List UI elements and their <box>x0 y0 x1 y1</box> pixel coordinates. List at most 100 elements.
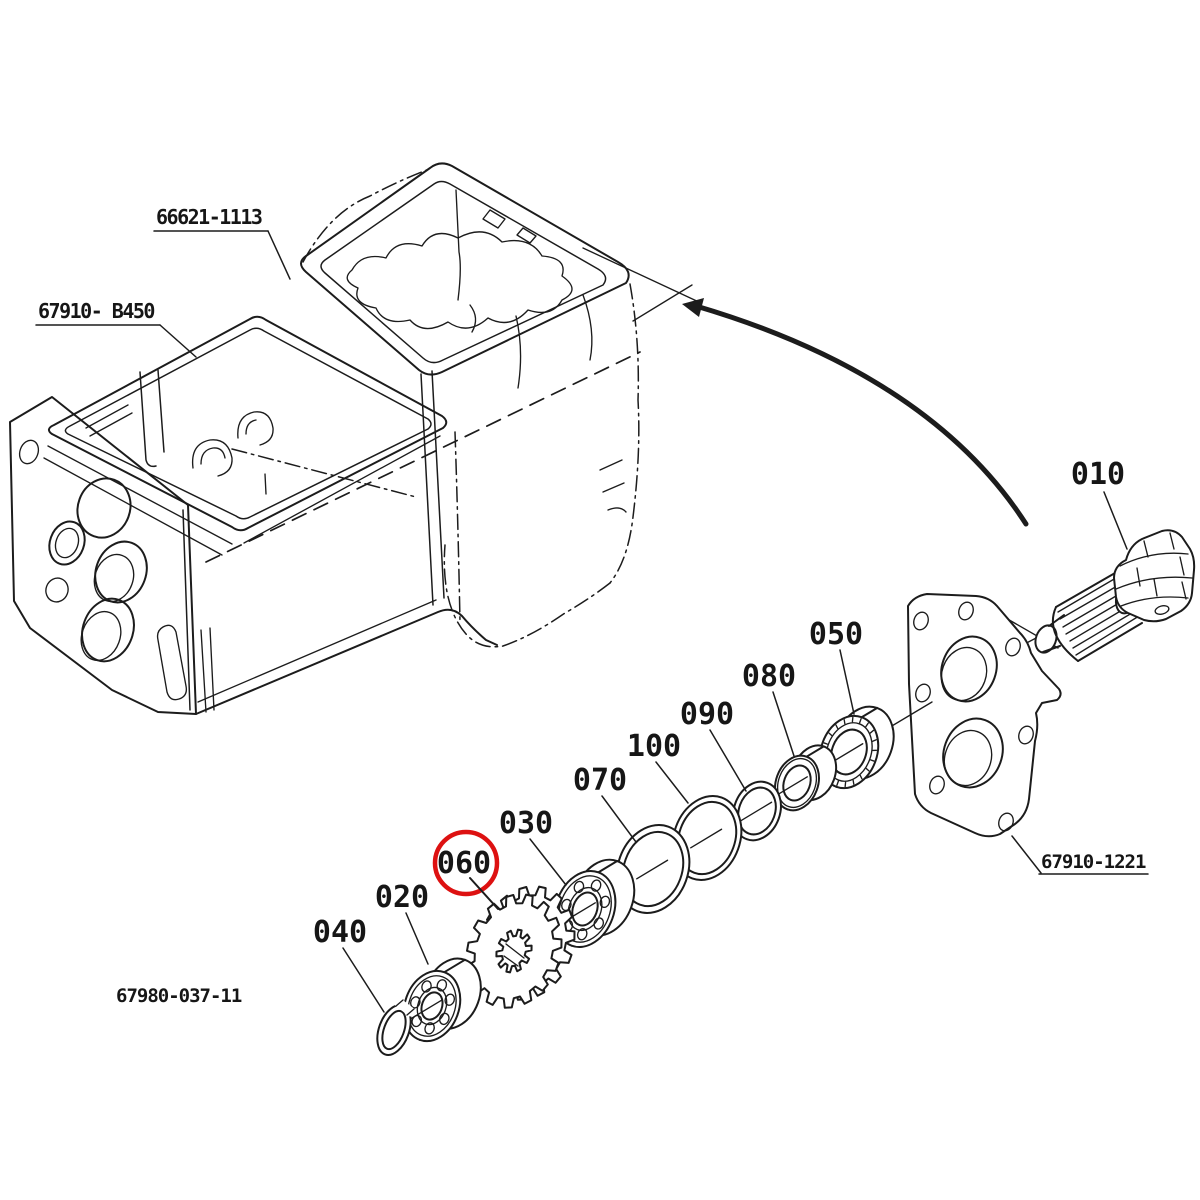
bearing-ball <box>436 979 448 992</box>
seal-tick <box>836 780 840 787</box>
sidewall-boss-2 <box>209 627 215 711</box>
shaft-cone-bottom <box>1042 645 1061 653</box>
front-ledge-1 <box>85 404 129 429</box>
snap-ring-end-2 <box>406 1008 415 1016</box>
front-flange-line-3 <box>243 435 441 544</box>
cover-bolt-3 <box>1005 637 1021 657</box>
leader-67910b <box>159 324 197 358</box>
bottom-rail-inner <box>197 599 437 703</box>
hub-facet-1 <box>1143 540 1149 558</box>
part-010-pto-shaft <box>957 529 1196 680</box>
hub-band-1 <box>1119 552 1189 567</box>
horseshoe-2 <box>237 411 274 446</box>
cylinder-top-edge <box>443 958 466 974</box>
cover-hole-lower <box>942 717 1004 789</box>
seal-tick <box>859 774 863 780</box>
callout-030: 030 <box>499 806 553 841</box>
phantom-top-hump <box>302 167 433 263</box>
leader-090 <box>709 729 747 792</box>
snap-ring-inner <box>381 1009 407 1051</box>
case-joint-line-1 <box>420 373 434 606</box>
bearing-inner-race <box>567 886 603 932</box>
seal-tick <box>858 717 862 724</box>
bearing-inner-race <box>416 986 448 1026</box>
leader-020 <box>405 912 429 965</box>
callout-040: 040 <box>313 915 367 950</box>
front-rim-outer <box>48 315 448 532</box>
part-080-collar <box>774 744 838 812</box>
front-rim-inner <box>64 327 432 520</box>
rear-notch-a <box>599 459 623 471</box>
spline-cyl-bottom <box>1077 622 1143 662</box>
cover-bolt-4 <box>915 683 931 703</box>
seal-tick <box>852 779 855 785</box>
hub-facet-3 <box>1136 567 1141 587</box>
front-edge-double <box>182 509 191 711</box>
callout-090: 090 <box>680 697 734 732</box>
callout-080: 080 <box>742 659 796 694</box>
front-flange-line-2 <box>43 457 223 556</box>
bearing-ball <box>590 879 602 892</box>
labels-layer: 66621-1113 67910- B450 67910-1221 67980-… <box>35 205 1149 1013</box>
axis-tick <box>636 859 669 880</box>
hub-facet-6 <box>1181 581 1187 600</box>
hub-band-2 <box>1115 576 1193 590</box>
seal-tick <box>835 724 839 730</box>
face-bore-1 <box>76 477 132 539</box>
highlight-circle-060 <box>432 829 500 897</box>
seal-band <box>825 722 873 782</box>
spline-cyl-leftcap <box>1051 606 1079 662</box>
axis-tick <box>740 801 773 822</box>
leader-030 <box>529 838 567 886</box>
spline-hatch-6 <box>1072 609 1138 649</box>
cover-bolt-6 <box>998 812 1014 832</box>
part-020-ball-bearing <box>402 957 482 1043</box>
spline-shade-2 <box>503 955 519 967</box>
callout-060: 060 <box>437 846 491 881</box>
leader-060 <box>469 877 499 910</box>
cover-bolt-5 <box>929 775 945 795</box>
callout-010: 010 <box>1071 457 1125 492</box>
pillar-line-1 <box>139 371 157 468</box>
leader-080 <box>772 691 795 757</box>
rear-interior-line2 <box>469 304 477 333</box>
part-040-snap-ring <box>376 997 416 1056</box>
collar-rim <box>776 757 818 809</box>
spline-hatch-1 <box>1057 574 1122 613</box>
cover-bolt-7 <box>1018 725 1034 745</box>
rear-gasket-wavy <box>346 231 573 330</box>
phantom-left-vertical <box>454 431 461 623</box>
part-090-ring <box>732 780 782 842</box>
bearing-ball <box>576 928 588 941</box>
label-67910-1221: 67910-1221 <box>1041 851 1146 873</box>
phantom-right-edge <box>609 283 640 584</box>
case-joint-line-2 <box>431 370 445 599</box>
sidewall-slot <box>156 624 188 701</box>
transmission-housing-drawing <box>9 162 641 715</box>
rear-interior-line <box>455 189 461 301</box>
seal-tick <box>865 767 870 772</box>
seal-tick <box>828 732 833 737</box>
leader-010 <box>1103 491 1128 550</box>
part-060-gear <box>465 885 576 1009</box>
seal-tick <box>865 722 869 728</box>
seal-tick <box>843 719 846 725</box>
bearing-ball <box>438 1012 450 1026</box>
bearing-ball <box>424 1022 435 1035</box>
label-drawing-number: 67980-037-11 <box>116 985 242 1007</box>
callout-020: 020 <box>375 880 429 915</box>
part-cover-plate <box>907 593 1062 838</box>
cover-bolt-1 <box>913 611 929 631</box>
spline-cyl-top <box>1055 568 1123 608</box>
cover-hole-lower-inner <box>943 729 993 787</box>
reference-line-2 <box>632 284 693 322</box>
axis-tick <box>690 828 723 849</box>
bottom-rail-outer <box>195 608 498 715</box>
axis-tick <box>777 776 808 796</box>
callout-050: 050 <box>809 617 863 652</box>
cylinder-top-edge <box>805 745 825 758</box>
snap-ring-gap <box>393 997 416 1017</box>
cover-bolt-2 <box>958 601 974 621</box>
leader-070 <box>601 795 637 843</box>
rim-notch-1 <box>482 209 506 229</box>
